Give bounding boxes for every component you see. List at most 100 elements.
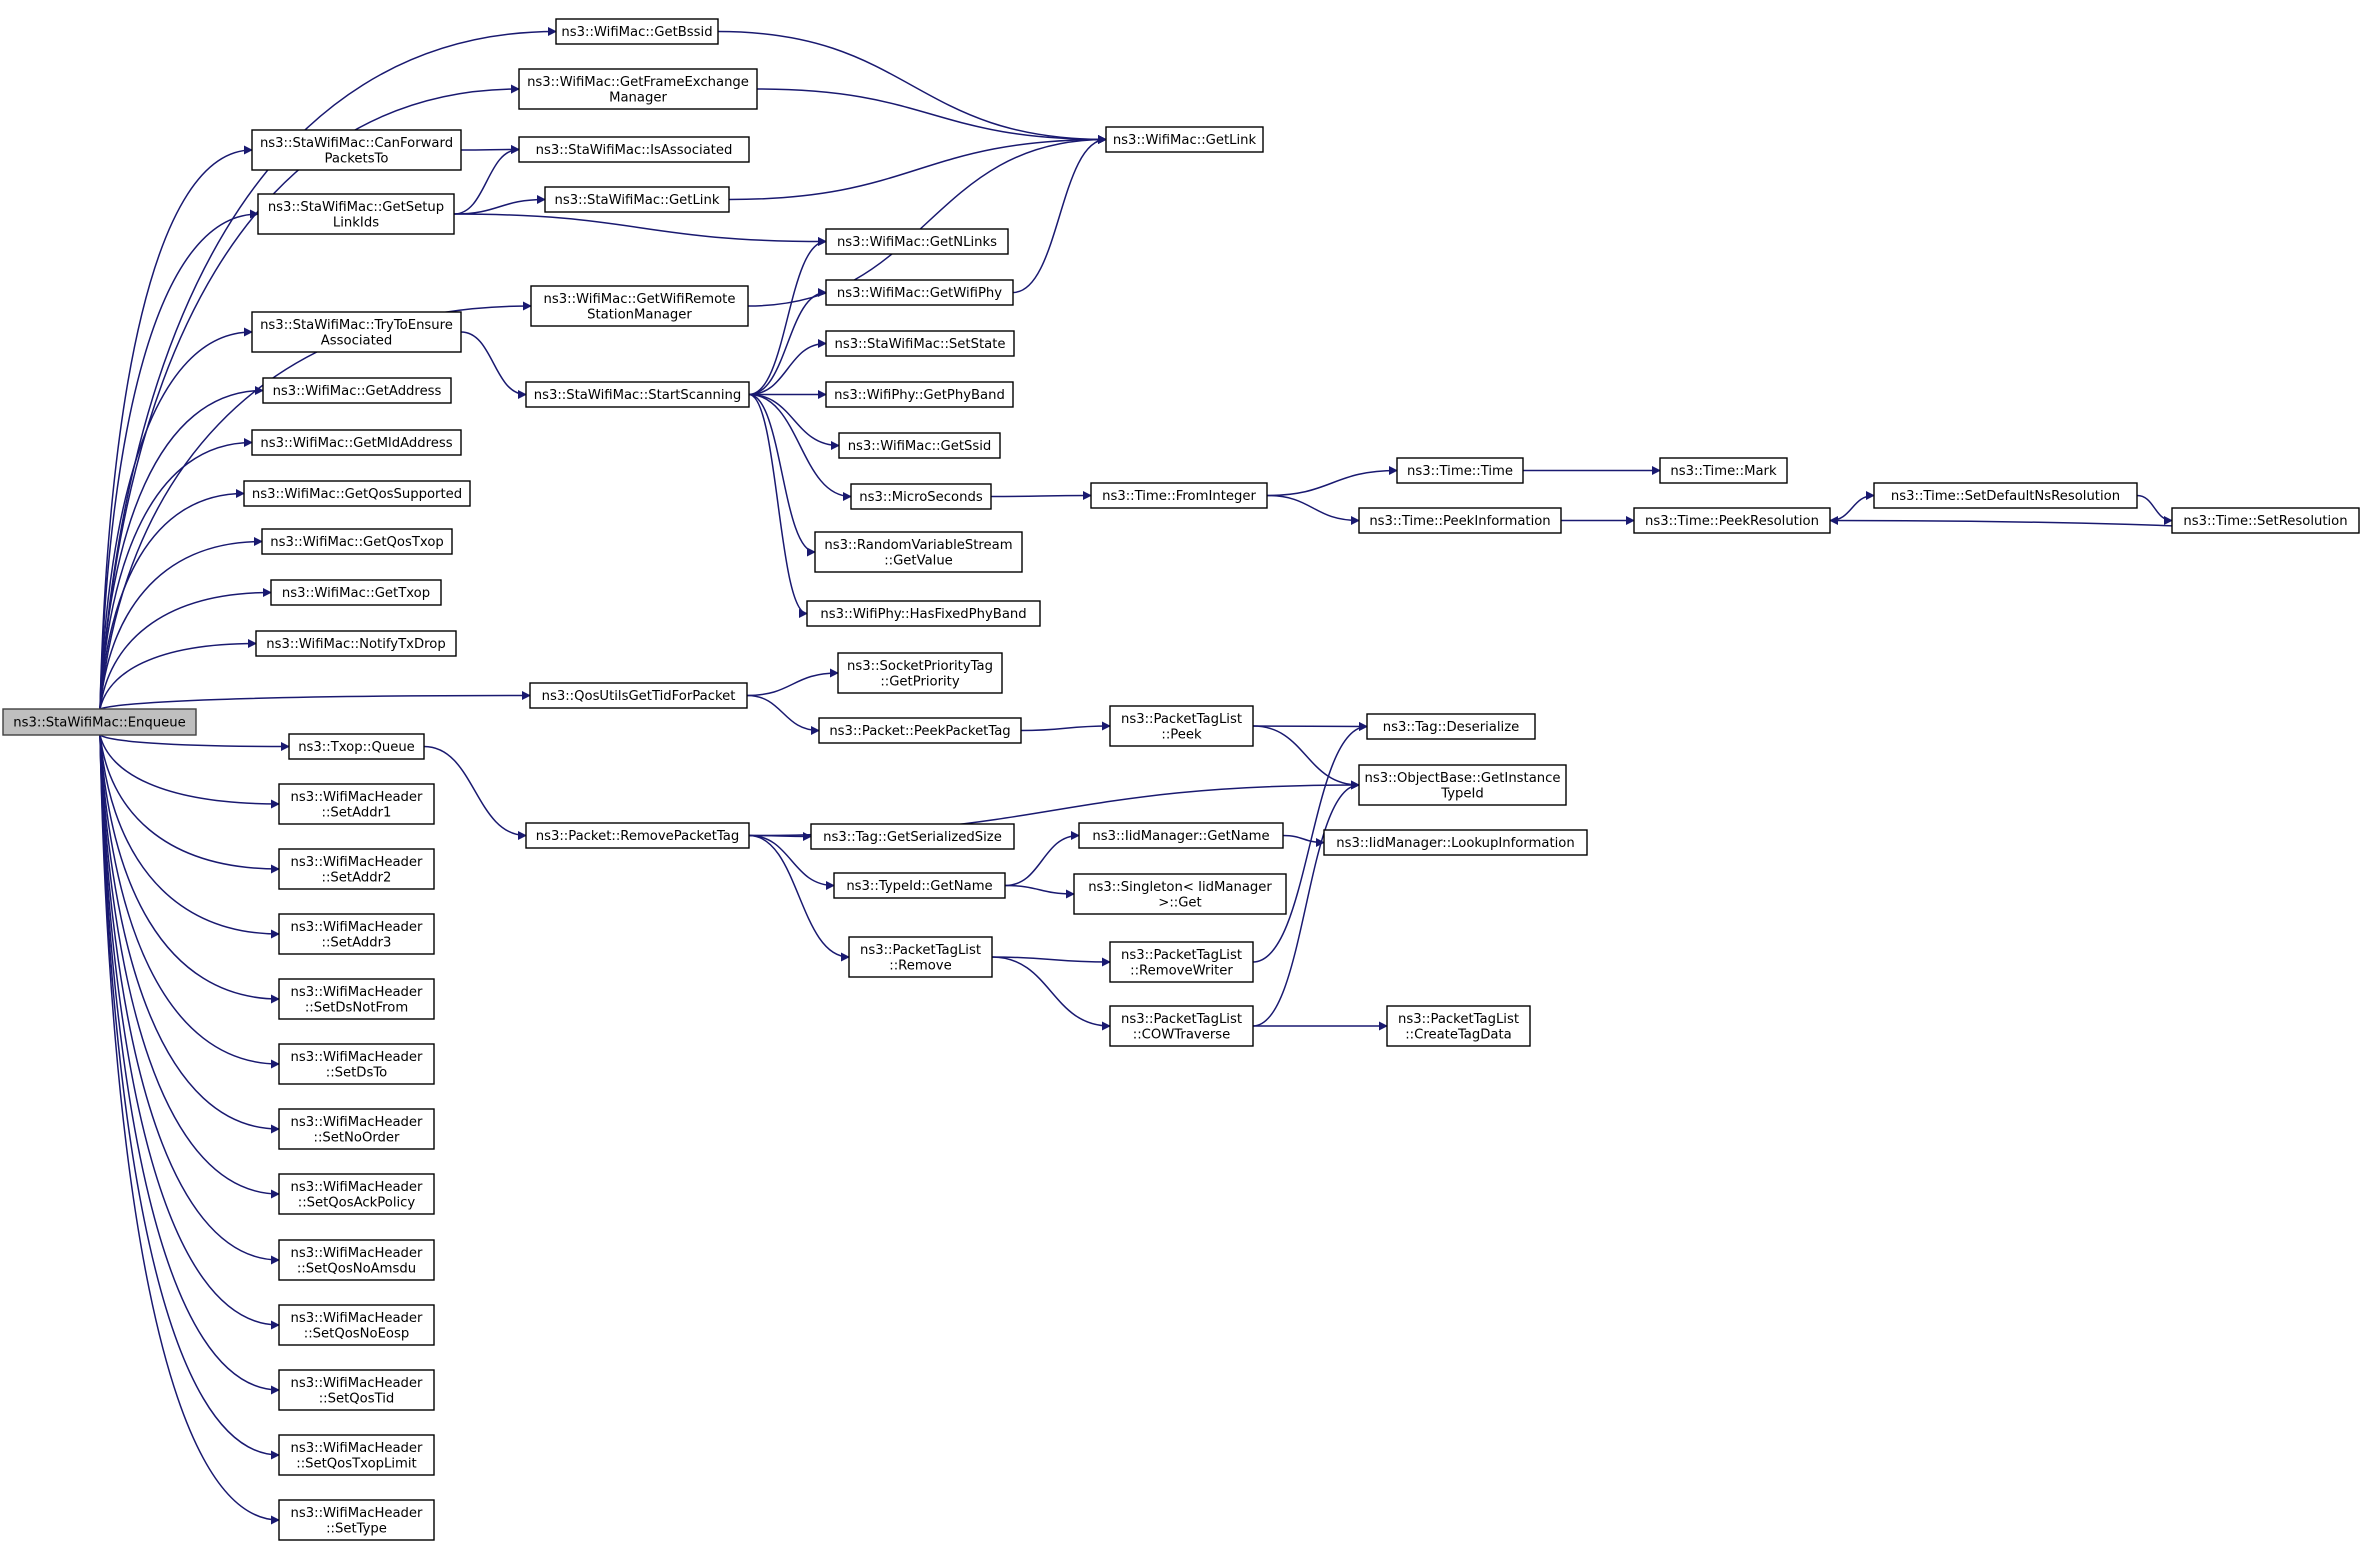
node-label: ::SetQosNoAmsdu (297, 1261, 416, 1276)
node-startscanning[interactable]: ns3::StaWifiMac::StartScanning (525, 381, 750, 408)
node-frominteger[interactable]: ns3::Time::FromInteger (1090, 482, 1268, 509)
node-getqostxop[interactable]: ns3::WifiMac::GetQosTxop (261, 528, 453, 555)
node-qosutils[interactable]: ns3::QosUtilsGetTidForPacket (529, 682, 748, 709)
node-getbssid[interactable]: ns3::WifiMac::GetBssid (555, 18, 719, 45)
node-box (278, 1239, 435, 1281)
edge-getfem-to-getlink (756, 88, 1107, 144)
node-getqossupported[interactable]: ns3::WifiMac::GetQosSupported (243, 480, 471, 507)
node-getnlinks[interactable]: ns3::WifiMac::GetNLinks (825, 228, 1009, 255)
node-removepackettag[interactable]: ns3::Packet::RemovePacketTag (525, 822, 750, 849)
edge-ptlpeek-to-tagdeser (1252, 721, 1368, 731)
node-label: ns3::PacketTagList (1398, 1012, 1519, 1027)
node-box (278, 1173, 435, 1215)
node-hasfixed[interactable]: ns3::WifiPhy::HasFixedPhyBand (806, 600, 1041, 627)
edge-startscanning-to-rvsgetvalue (748, 393, 816, 557)
node-label: Manager (609, 90, 667, 105)
node-label: ns3::Time::Mark (1670, 464, 1777, 479)
node-box (251, 129, 462, 171)
node-box (1873, 482, 2138, 509)
node-box (278, 913, 435, 955)
node-socketprio[interactable]: ns3::SocketPriorityTag::GetPriority (837, 652, 1003, 694)
node-setqosnoeosp[interactable]: ns3::WifiMacHeader::SetQosNoEosp (278, 1304, 435, 1346)
node-microseconds[interactable]: ns3::MicroSeconds (850, 483, 992, 510)
node-timemark[interactable]: ns3::Time::Mark (1659, 457, 1788, 484)
node-label: ns3::WifiMac::GetAddress (273, 384, 442, 399)
node-box (2, 708, 197, 736)
node-createtagdata[interactable]: ns3::PacketTagList::CreateTagData (1386, 1005, 1531, 1047)
node-box (251, 429, 462, 456)
node-iidgetname[interactable]: ns3::IidManager::GetName (1078, 822, 1284, 849)
node-peekres[interactable]: ns3::Time::PeekResolution (1633, 507, 1831, 534)
node-box (255, 630, 457, 657)
node-box (1323, 829, 1588, 856)
node-setaddr1[interactable]: ns3::WifiMacHeader::SetAddr1 (278, 783, 435, 825)
node-box (1633, 507, 1831, 534)
node-setaddr2[interactable]: ns3::WifiMacHeader::SetAddr2 (278, 848, 435, 890)
node-getphyband[interactable]: ns3::WifiPhy::GetPhyBand (825, 381, 1014, 408)
node-ptlpeek[interactable]: ns3::PacketTagList::Peek (1109, 705, 1254, 747)
node-peekinfo[interactable]: ns3::Time::PeekInformation (1358, 507, 1562, 534)
node-peekpackettag[interactable]: ns3::Packet::PeekPacketTag (818, 717, 1022, 744)
node-setstate[interactable]: ns3::StaWifiMac::SetState (825, 330, 1015, 357)
node-label: ::SetAddr3 (322, 935, 392, 950)
node-box (278, 1434, 435, 1476)
node-getssid[interactable]: ns3::WifiMac::GetSsid (838, 432, 1001, 459)
node-setdefaultns[interactable]: ns3::Time::SetDefaultNsResolution (1873, 482, 2138, 509)
node-setdsto[interactable]: ns3::WifiMacHeader::SetDsTo (278, 1043, 435, 1085)
node-txopqueue[interactable]: ns3::Txop::Queue (288, 733, 425, 760)
node-setres[interactable]: ns3::Time::SetResolution (2171, 507, 2360, 534)
node-label: ::SetQosTxopLimit (296, 1456, 416, 1471)
edge-txopqueue-to-removepackettag (423, 745, 527, 840)
node-setnoorder[interactable]: ns3::WifiMacHeader::SetNoOrder (278, 1108, 435, 1150)
node-settype[interactable]: ns3::WifiMacHeader::SetType (278, 1499, 435, 1541)
node-label: StationManager (587, 307, 692, 322)
node-taggetsersize[interactable]: ns3::Tag::GetSerializedSize (810, 823, 1015, 850)
node-cowtraverse[interactable]: ns3::PacketTagList::COWTraverse (1109, 1005, 1254, 1047)
node-singletonget[interactable]: ns3::Singleton< IidManager>::Get (1073, 873, 1287, 915)
node-label: ns3::WifiMac::GetMldAddress (260, 436, 452, 451)
node-label: ns3::WifiMacHeader (291, 1050, 424, 1065)
node-getlink[interactable]: ns3::WifiMac::GetLink (1105, 126, 1264, 153)
node-label: ns3::Time::SetResolution (2183, 514, 2347, 529)
node-setqosnoamsdu[interactable]: ns3::WifiMacHeader::SetQosNoAmsdu (278, 1239, 435, 1281)
node-timetime[interactable]: ns3::Time::Time (1396, 457, 1524, 484)
node-removewriter[interactable]: ns3::PacketTagList::RemoveWriter (1109, 941, 1254, 983)
node-stagetlink[interactable]: ns3::StaWifiMac::GetLink (544, 186, 730, 213)
node-typeidgetname[interactable]: ns3::TypeId::GetName (833, 872, 1006, 899)
node-setqosackpolicy[interactable]: ns3::WifiMacHeader::SetQosAckPolicy (278, 1173, 435, 1215)
edge-qosutils-to-socketprio (746, 668, 839, 697)
edge-getsetup-to-stagetlink (453, 195, 546, 215)
node-enqueue[interactable]: ns3::StaWifiMac::Enqueue (2, 708, 197, 736)
edge-enqueue-to-getqossupported (99, 489, 245, 710)
node-notifytxdrop[interactable]: ns3::WifiMac::NotifyTxDrop (255, 630, 457, 657)
node-setqostxoplimit[interactable]: ns3::WifiMacHeader::SetQosTxopLimit (278, 1434, 435, 1476)
edge-setdefaultns-to-setres (2136, 494, 2173, 525)
node-lookupinfo[interactable]: ns3::IidManager::LookupInformation (1323, 829, 1588, 856)
node-getwifiphy[interactable]: ns3::WifiMac::GetWifiPhy (825, 279, 1014, 306)
node-getmldaddress[interactable]: ns3::WifiMac::GetMldAddress (251, 429, 462, 456)
node-setaddr3[interactable]: ns3::WifiMacHeader::SetAddr3 (278, 913, 435, 955)
edge-removepackettag-to-typeidgetname (748, 834, 835, 890)
node-tagdeser[interactable]: ns3::Tag::Deserialize (1366, 713, 1536, 740)
node-setqostid[interactable]: ns3::WifiMacHeader::SetQosTid (278, 1369, 435, 1411)
node-label: ::GetValue (884, 553, 953, 568)
node-ptlremove[interactable]: ns3::PacketTagList::Remove (848, 936, 993, 978)
node-label: ::SetAddr1 (322, 805, 392, 820)
node-isassoc[interactable]: ns3::StaWifiMac::IsAssociated (518, 136, 750, 163)
node-box (278, 783, 435, 825)
node-label: ::COWTraverse (1133, 1027, 1230, 1042)
node-gettxop[interactable]: ns3::WifiMac::GetTxop (270, 579, 442, 606)
node-box (529, 682, 748, 709)
node-setdsnotfrom[interactable]: ns3::WifiMacHeader::SetDsNotFrom (278, 978, 435, 1020)
node-rvsgetvalue[interactable]: ns3::RandomVariableStream::GetValue (814, 531, 1023, 573)
node-getrsm[interactable]: ns3::WifiMac::GetWifiRemoteStationManage… (530, 285, 749, 327)
edge-removepackettag-to-ptlremove (748, 834, 850, 962)
node-label: ::GetPriority (880, 674, 960, 689)
node-getaddress[interactable]: ns3::WifiMac::GetAddress (262, 377, 452, 404)
node-box (278, 1304, 435, 1346)
